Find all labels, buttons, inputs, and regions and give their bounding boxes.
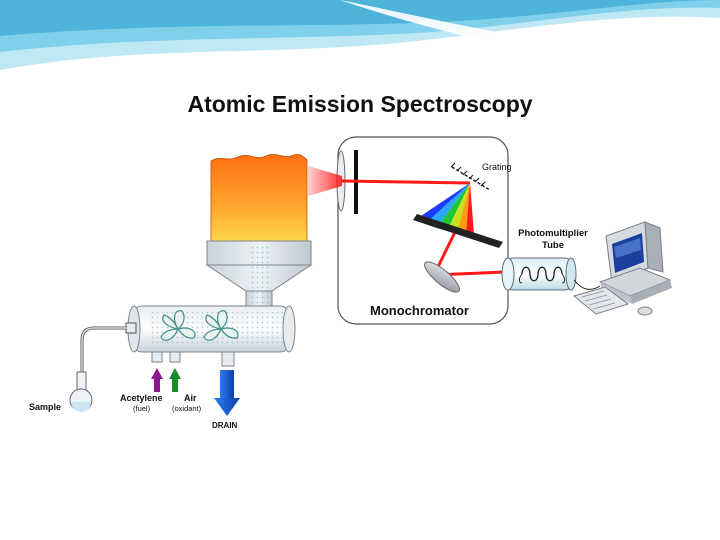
photomultiplier-label-line1: Photomultiplier [518, 228, 588, 239]
photomultiplier-tube [501, 257, 577, 291]
flame-icon [210, 154, 308, 243]
page-title: Atomic Emission Spectroscopy [187, 91, 533, 117]
emission-fan [308, 166, 342, 196]
photomultiplier-label: Photomultiplier Tube [507, 228, 599, 252]
concave-mirror [424, 261, 460, 293]
grating [450, 162, 491, 191]
header-wave [0, 0, 720, 70]
fan-icon [160, 310, 239, 341]
air-arrow [169, 368, 181, 392]
dispersed-spectrum [415, 183, 474, 234]
burner-head [205, 240, 313, 310]
acetylene-arrow [151, 368, 163, 392]
computer-icon [572, 221, 672, 316]
focusing-bar [413, 214, 503, 248]
drain-arrow [214, 370, 240, 416]
sample-label: Sample [29, 402, 62, 412]
photomultiplier-label-line2: Tube [542, 240, 564, 251]
flask-icon [69, 371, 93, 412]
acetylene-label: Acetylene [120, 393, 163, 403]
oxidant-label: (oxidant) [172, 404, 202, 413]
air-label: Air [184, 393, 197, 403]
monochromator-label: Monochromator [370, 303, 469, 318]
drain-label: DRAIN [212, 421, 238, 430]
signal-cable [573, 279, 601, 290]
grating-label: Grating [482, 162, 512, 172]
fuel-label: (fuel) [133, 404, 151, 413]
sample-capillary [80, 322, 137, 382]
